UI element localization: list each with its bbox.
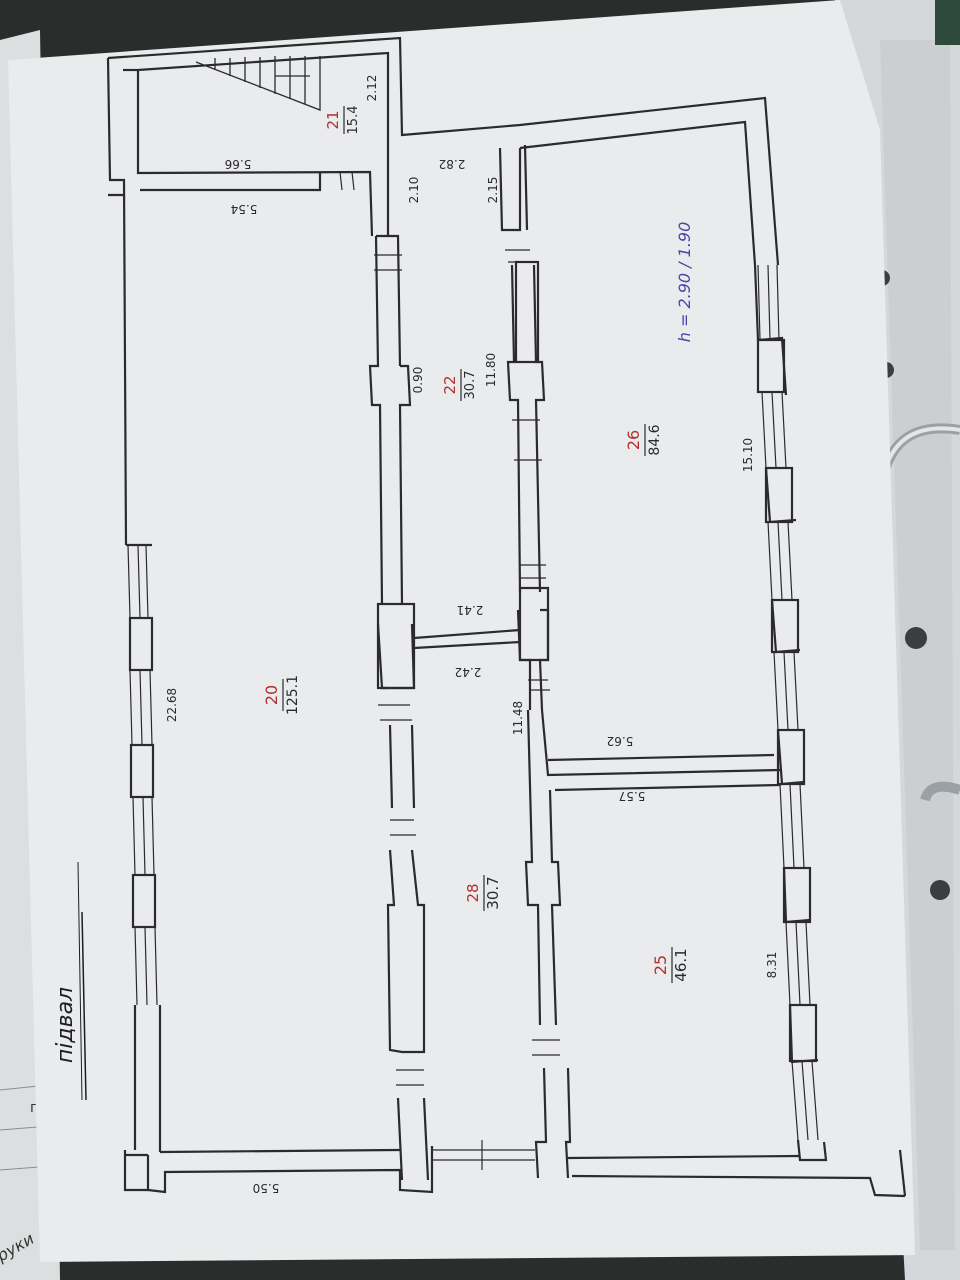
dim-5-50: 5.50 (253, 1181, 280, 1195)
dim-15-10: 15.10 (741, 438, 755, 472)
walls (106, 36, 907, 1198)
svg-text:26: 26 (624, 430, 643, 450)
height-note: h = 2.90 / 1.90 (675, 222, 694, 343)
room-label-25: 25 46.1 (651, 947, 690, 983)
floor-label: підвал (53, 861, 87, 1101)
dim-2-41: 2.41 (457, 603, 484, 617)
dim-2-15: 2.15 (486, 177, 500, 204)
svg-text:20: 20 (262, 685, 281, 705)
svg-text:28: 28 (464, 883, 482, 902)
dim-0-90: 0.90 (411, 367, 425, 394)
binder-edge (935, 0, 960, 45)
dim-5-57: 5.57 (619, 789, 646, 803)
dim-11-80: 11.80 (484, 353, 498, 387)
dim-2-82: 2.82 (439, 157, 466, 171)
room-label-28: 28 30.7 (464, 875, 502, 911)
room-label-21: 21 15.4 (324, 106, 361, 135)
staircase (195, 56, 321, 111)
door-openings (339, 171, 560, 1170)
binder-ring-lower (920, 781, 960, 802)
svg-text:22: 22 (441, 375, 459, 394)
dim-2-10: 2.10 (407, 177, 421, 204)
room-label-26: 26 84.6 (624, 424, 663, 456)
svg-text:21: 21 (324, 110, 342, 129)
svg-text:15.4: 15.4 (346, 106, 361, 135)
room-label-20: 20 125.1 (262, 675, 301, 715)
dim-22-68: 22.68 (165, 688, 179, 722)
dim-2-12: 2.12 (365, 75, 379, 102)
dim-8-31: 8.31 (765, 952, 779, 979)
svg-text:46.1: 46.1 (672, 948, 690, 981)
svg-text:125.1: 125.1 (285, 675, 301, 715)
dim-5-66: 5.66 (225, 157, 252, 171)
plan-paper (8, 0, 915, 1262)
svg-text:підвал: підвал (53, 987, 78, 1063)
dim-5-54: 5.54 (231, 202, 258, 216)
svg-text:84.6: 84.6 (647, 424, 663, 455)
dim-2-42: 2.42 (455, 665, 482, 679)
dim-5-62: 5.62 (607, 734, 634, 748)
room-label-22: 22 30.7 (441, 369, 478, 401)
window-lines (127, 264, 819, 1141)
svg-text:30.7: 30.7 (463, 371, 478, 400)
dim-11-48: 11.48 (511, 701, 525, 735)
svg-text:25: 25 (651, 955, 670, 975)
svg-text:30.7: 30.7 (484, 876, 502, 909)
dimension-labels: 2.12 5.66 5.54 2.10 2.82 2.15 0.90 11.80… (165, 75, 779, 1195)
